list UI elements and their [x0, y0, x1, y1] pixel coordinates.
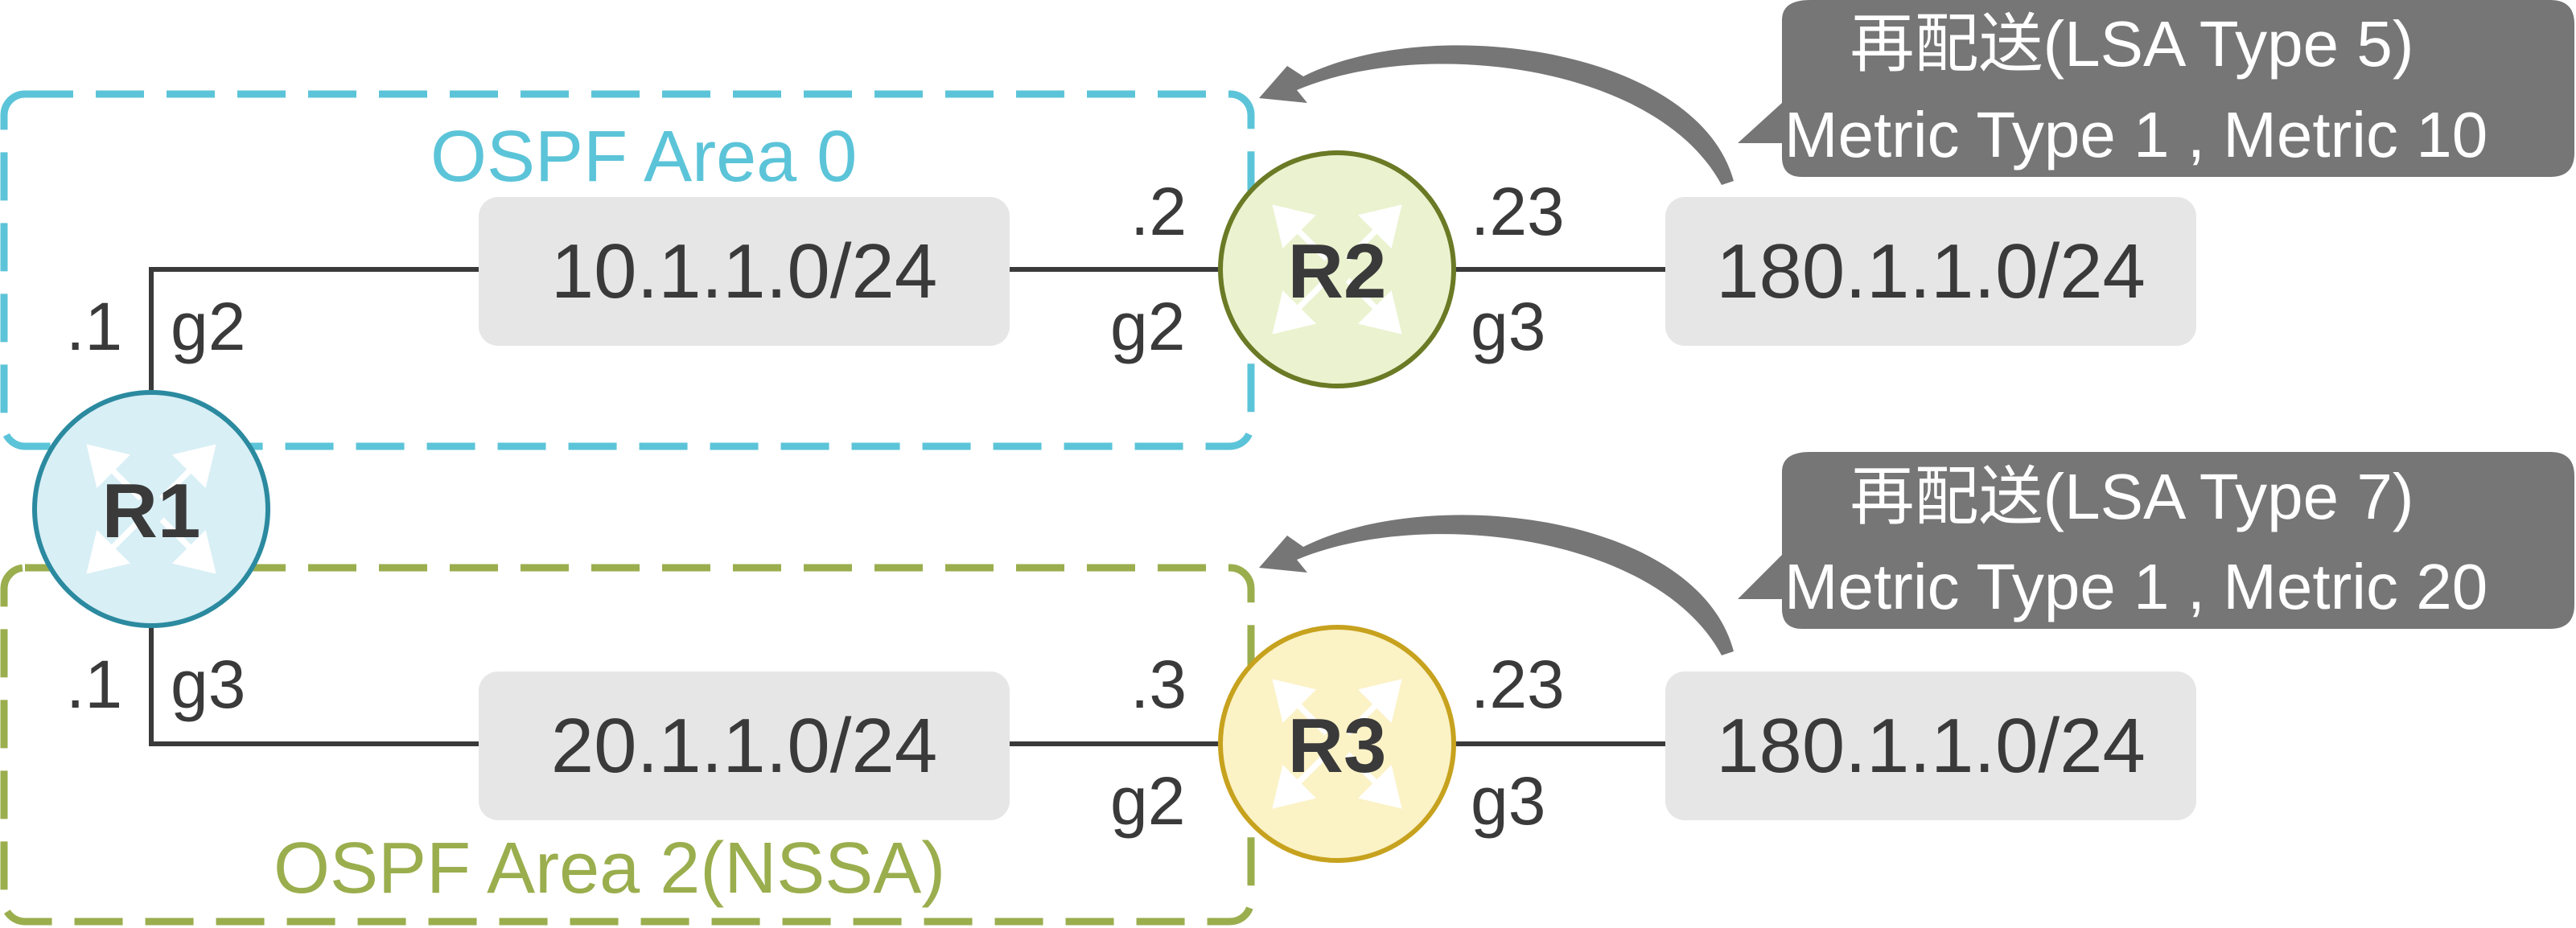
callout-bottom-line2: Metric Type 1 , Metric 20 [1784, 551, 2488, 622]
r3-right-ip: .23 [1471, 647, 1565, 722]
r3-right-if: g3 [1471, 763, 1545, 839]
r2-right-if: g3 [1471, 289, 1545, 364]
router-r2: R2 [1218, 150, 1456, 388]
r2-left-if: g2 [1110, 289, 1185, 364]
area2-box [0, 564, 1255, 926]
r1-bottom-if: g3 [171, 647, 245, 722]
router-r2-label: R2 [1288, 228, 1387, 314]
r1-bottom-ip: .1 [66, 647, 122, 722]
callout-bottom-bubble [1738, 452, 2574, 629]
area0-label: OSPF Area 0 [430, 117, 857, 197]
network-box-180-top [1665, 197, 2196, 346]
network-label-10: 10.1.1.0/24 [551, 228, 937, 314]
r1-top-if: g2 [171, 289, 245, 364]
router-r3-label: R3 [1288, 703, 1387, 789]
network-label-20: 20.1.1.0/24 [551, 703, 937, 789]
r1-top-ip: .1 [66, 289, 122, 364]
router-r1: R1 [32, 390, 270, 628]
r2-left-ip: .2 [1130, 174, 1187, 249]
router-r3: R3 [1218, 625, 1456, 863]
callout-bottom-line1: 再配送(LSA Type 7) [1850, 461, 2413, 532]
r3-left-ip: .3 [1130, 647, 1187, 722]
router-r1-label: R1 [102, 468, 201, 554]
area2-label: OSPF Area 2(NSSA) [274, 828, 945, 909]
network-label-180-bottom: 180.1.1.0/24 [1716, 703, 2146, 789]
link-r1-net20 [149, 627, 479, 746]
callout-top-line1: 再配送(LSA Type 5) [1850, 8, 2413, 80]
r2-right-ip: .23 [1471, 174, 1565, 249]
redistribute-arrow-top [1259, 45, 1734, 185]
network-box-10 [479, 197, 1010, 346]
redistribute-arrow-bottom [1259, 515, 1734, 655]
callout-top-line2: Metric Type 1 , Metric 10 [1784, 99, 2488, 170]
network-label-180-top: 180.1.1.0/24 [1716, 228, 2146, 314]
network-box-180-bottom [1665, 671, 2196, 820]
r3-left-if: g2 [1110, 763, 1185, 839]
link-r1-net10 [149, 267, 479, 390]
callout-top-bubble [1738, 0, 2574, 177]
network-box-20 [479, 671, 1010, 820]
